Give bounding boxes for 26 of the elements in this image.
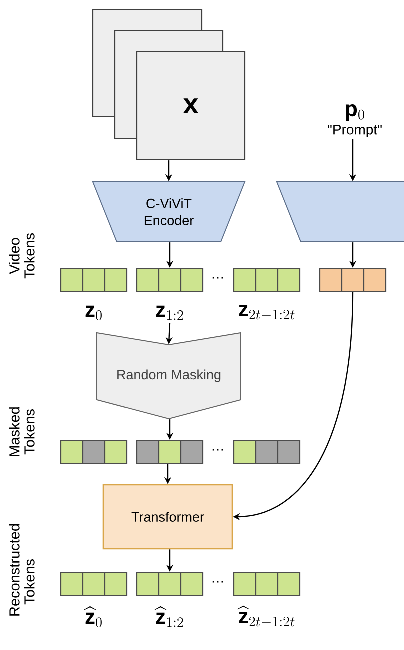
row-label: Reconstructed Tokens (9, 524, 35, 616)
token-symbol: $\widehat{\mathbf{z}}_0$ (84, 606, 102, 628)
ellipsis: … (212, 277, 224, 279)
token-symbol: $\mathbf{z}_{2t-1:2t}$ (239, 305, 295, 320)
ellipsis: … (212, 581, 224, 583)
token-bar (60, 572, 128, 596)
token-symbol: $\widehat{\mathbf{z}}_{1:2}$ (154, 606, 184, 628)
transformer-box: Transformer (102, 484, 234, 550)
token-symbol: $\mathbf{z}_{1:2}$ (156, 306, 184, 320)
token-bar (233, 572, 301, 596)
ellipsis: … (212, 449, 224, 451)
token-symbol: $\widehat{\mathbf{z}}_{2t-1:2t}$ (238, 606, 295, 627)
token-bar (319, 268, 387, 292)
prompt-label: $\mathbf{p}_0$ "Prompt" (328, 104, 382, 138)
token-bar (60, 268, 128, 292)
token-bar (233, 440, 301, 464)
token-bar (233, 268, 301, 292)
row-label: Masked Tokens (9, 408, 35, 456)
token-bar (136, 572, 204, 596)
token-symbol: $\mathbf{z}_0$ (86, 306, 102, 320)
row-label: Video Tokens (9, 234, 35, 279)
frame-stack-drawing: $\mathbf{x}$ (92, 9, 246, 161)
token-bar (60, 440, 128, 464)
masking-block: Random Masking (96, 332, 242, 420)
token-bar (136, 440, 204, 464)
token-bar (136, 268, 204, 292)
